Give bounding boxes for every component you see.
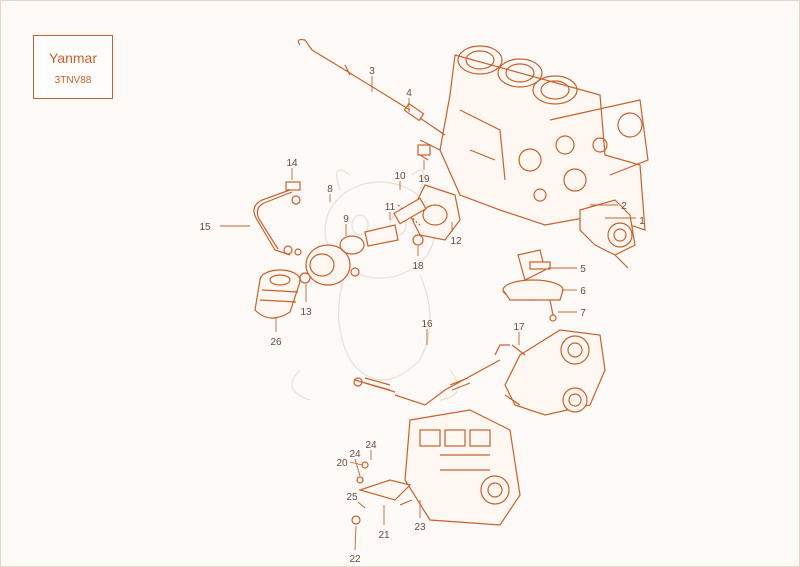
part-label-20[interactable]: 20 [336,458,348,469]
part-label-11[interactable]: 11 [385,202,396,213]
oil-pressure-sensor [417,144,431,161]
part-label-16[interactable]: 16 [421,319,433,330]
leader-line-25 [357,501,366,509]
part-label-2[interactable]: 2 [621,201,627,212]
part-label-10[interactable]: 10 [394,171,406,182]
part-label-5[interactable]: 5 [580,264,586,275]
part-label-25[interactable]: 25 [346,492,358,503]
part-label-21[interactable]: 21 [378,530,390,541]
oil-strainer [502,249,564,322]
model-code: 3TNV88 [54,75,92,86]
part-label-4[interactable]: 4 [406,88,412,99]
part-label-14[interactable]: 14 [286,158,298,169]
oil-pump [579,199,636,269]
part-label-18[interactable]: 18 [412,261,424,272]
part-label-7[interactable]: 7 [580,308,586,319]
engine-block [419,45,649,231]
oil-filter [254,269,301,319]
part-label-24b[interactable]: 24 [349,449,361,460]
part-label-17[interactable]: 17 [513,322,525,333]
oil-filter-base [299,235,365,286]
part-label-23[interactable]: 23 [414,522,426,533]
part-label-8[interactable]: 8 [327,184,333,195]
part-label-12[interactable]: 12 [450,236,462,247]
part-label-9[interactable]: 9 [343,214,349,225]
leader-line-24b [354,458,361,477]
brand-name: Yanmar [49,50,97,66]
oil-cooler-housing [364,184,461,247]
return-hose [353,344,510,406]
model-title-box: Yanmar 3TNV88 [33,35,113,99]
part-label-15[interactable]: 15 [199,222,211,233]
oil-pipe [253,181,302,256]
leader-line-22 [354,525,357,551]
watermark-mascot [291,169,459,401]
part-label-24a[interactable]: 24 [365,440,377,451]
part-label-3[interactable]: 3 [369,66,375,77]
dipstick [297,38,446,136]
part-label-13[interactable]: 13 [300,307,312,318]
part-label-26[interactable]: 26 [270,337,282,348]
part-label-6[interactable]: 6 [580,286,586,297]
part-label-19[interactable]: 19 [418,174,430,185]
part-label-1[interactable]: 1 [639,216,645,227]
injection-pump [351,409,521,526]
water-pump-housing [504,329,606,416]
part-label-22[interactable]: 22 [349,554,361,565]
